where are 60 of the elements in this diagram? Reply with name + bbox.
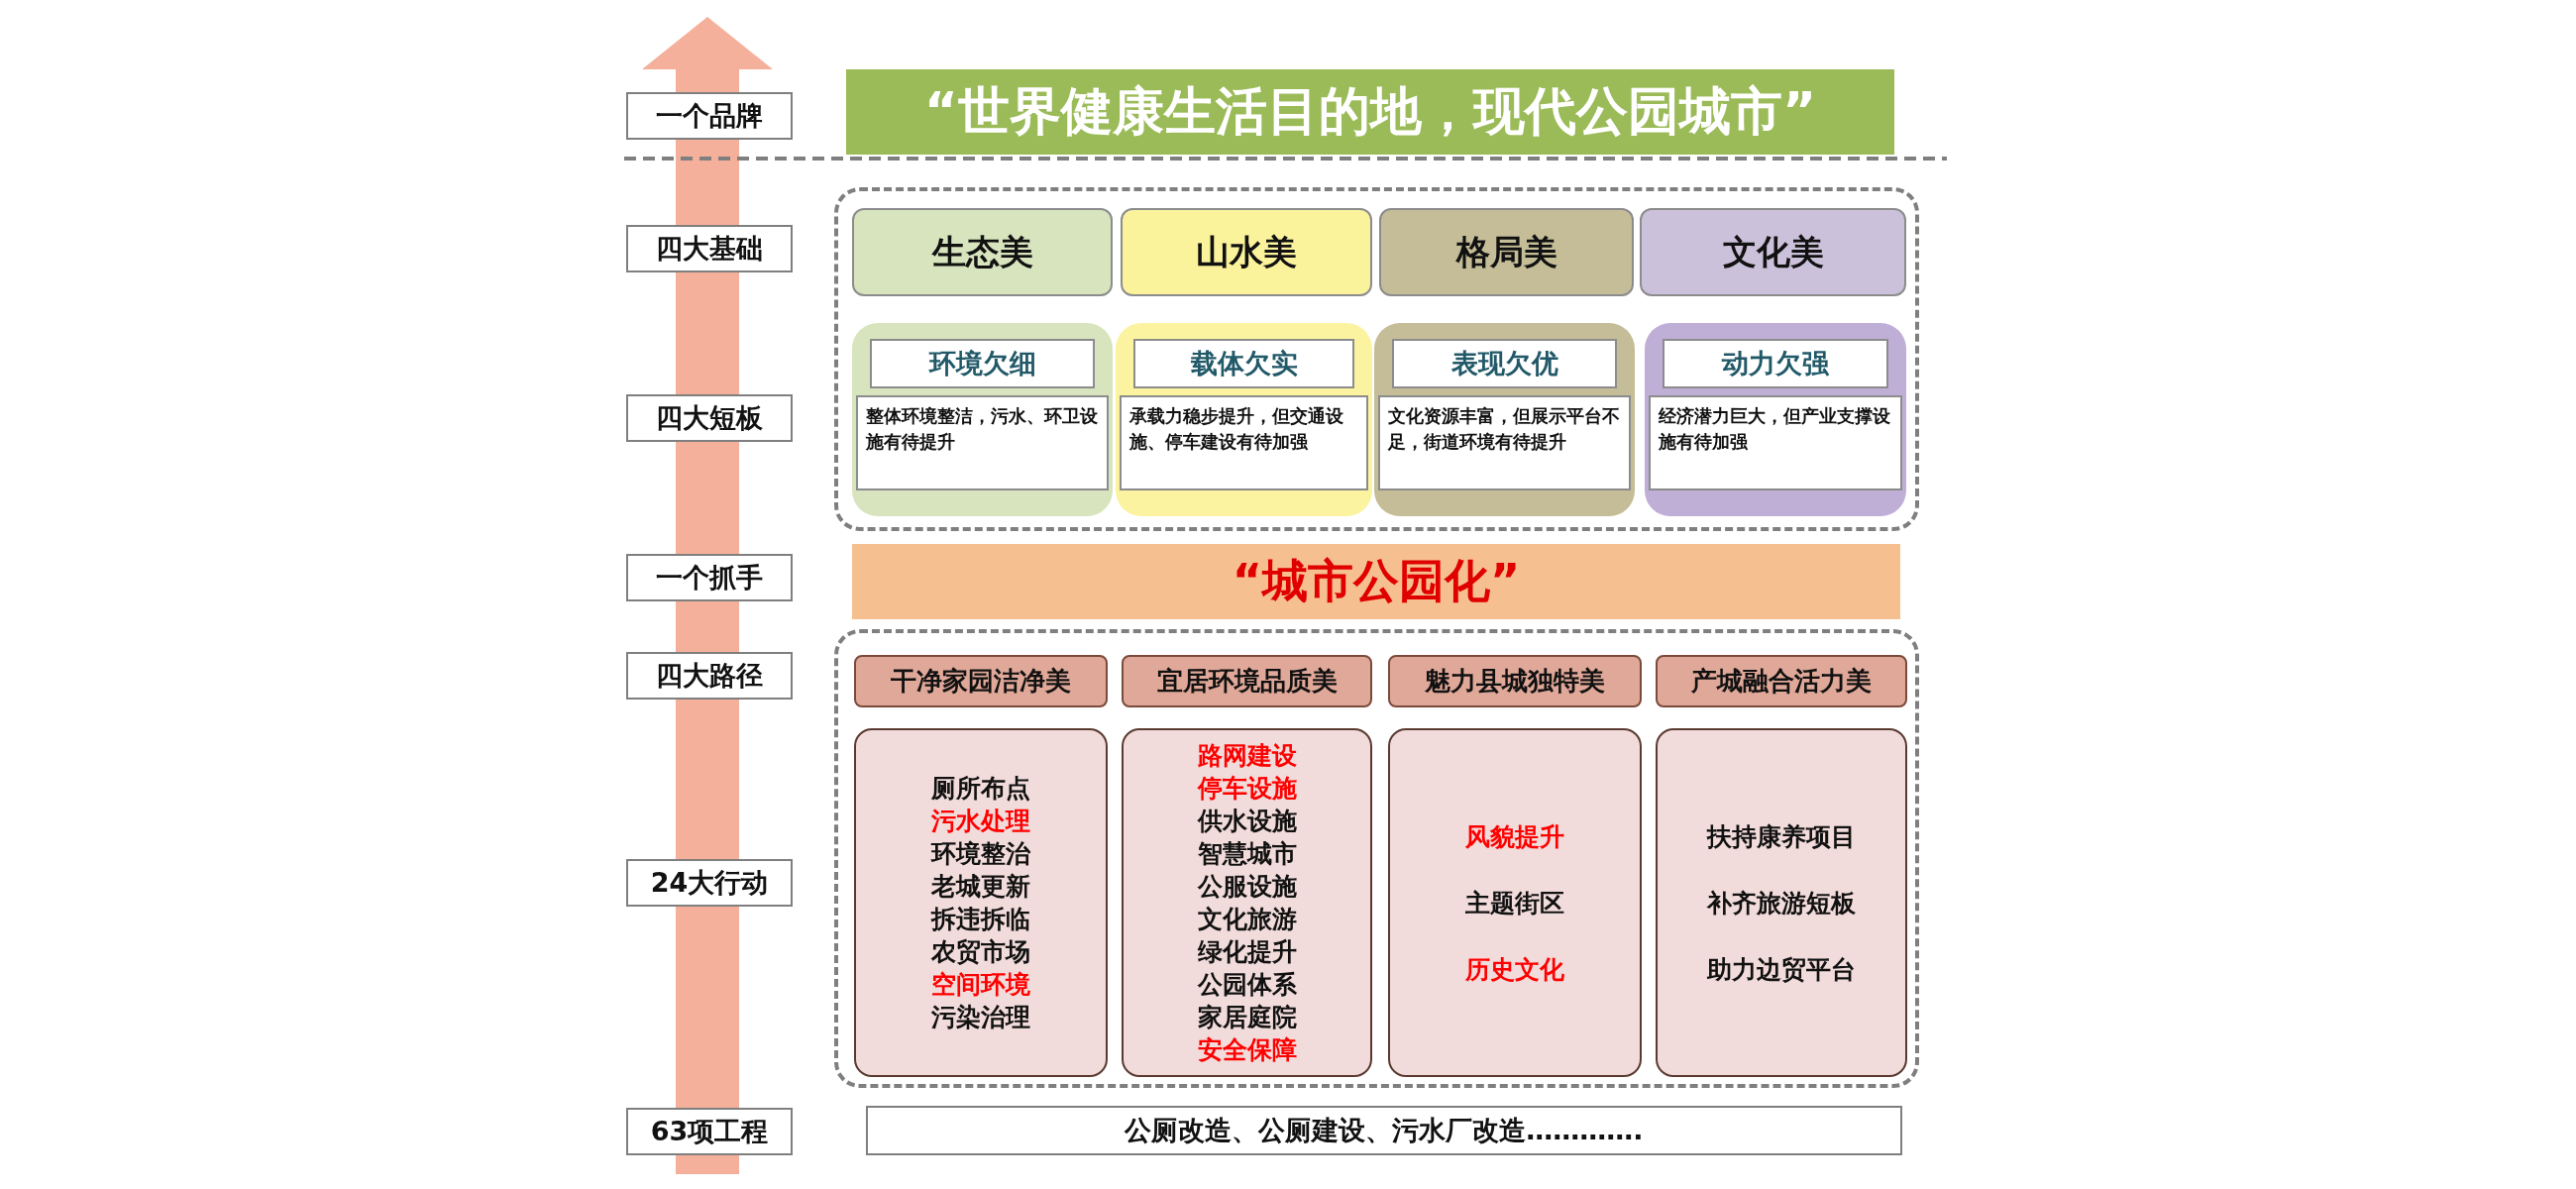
row-label: 63项工程 <box>626 1108 793 1155</box>
action-item: 文化旅游 <box>1197 904 1297 935</box>
action-item: 历史文化 <box>1465 953 1564 986</box>
action-item: 家居庭院 <box>1197 1002 1297 1033</box>
category-box: 格局美 <box>1379 208 1634 296</box>
issue-card <box>1645 323 1906 516</box>
action-item: 主题街区 <box>1465 887 1564 919</box>
action-list-box <box>1388 728 1642 1077</box>
action-list-box <box>854 728 1108 1077</box>
row-label: 四大短板 <box>626 394 793 442</box>
action-item: 污染治理 <box>931 1002 1030 1033</box>
row-label: 一个抓手 <box>626 554 793 601</box>
action-item: 风貌提升 <box>1465 820 1564 853</box>
action-item: 供水设施 <box>1197 806 1297 837</box>
action-item: 公服设施 <box>1197 871 1297 903</box>
project-bar: 公厕改造、公厕建设、污水厂改造…………. <box>866 1106 1902 1155</box>
path-heading-box: 宜居环境品质美 <box>1122 655 1372 707</box>
path-heading-box: 产城融合活力美 <box>1656 655 1907 707</box>
action-item: 安全保障 <box>1197 1034 1297 1066</box>
banner: “世界健康生活目的地，现代公园城市” <box>846 69 1894 155</box>
action-list-box <box>1656 728 1907 1077</box>
action-item: 扶持康养项目 <box>1707 820 1856 853</box>
dashed-group-frame <box>834 187 1919 531</box>
action-item: 农贸市场 <box>931 936 1030 968</box>
banner: “城市公园化” <box>852 544 1900 619</box>
action-item: 公园体系 <box>1197 969 1297 1001</box>
action-item: 路网建设 <box>1197 740 1297 772</box>
action-item: 绿化提升 <box>1197 936 1297 968</box>
category-box: 文化美 <box>1640 208 1906 296</box>
category-box: 生态美 <box>852 208 1113 296</box>
card-text: 承载力稳步提升，但交通设施、停车建设有待加强 <box>1120 395 1368 490</box>
action-item: 补齐旅游短板 <box>1707 887 1856 919</box>
card-heading: 载体欠实 <box>1133 339 1354 388</box>
card-heading: 环境欠细 <box>870 339 1095 388</box>
action-item: 空间环境 <box>931 969 1030 1001</box>
action-item: 拆违拆临 <box>931 904 1030 935</box>
action-item: 助力边贸平台 <box>1707 953 1856 986</box>
card-text: 整体环境整洁，污水、环卫设施有待提升 <box>856 395 1109 490</box>
action-item: 厕所布点 <box>931 773 1030 805</box>
category-box: 山水美 <box>1121 208 1372 296</box>
issue-card <box>1374 323 1635 516</box>
action-item: 老城更新 <box>931 871 1030 903</box>
card-heading: 表现欠优 <box>1392 339 1617 388</box>
path-heading-box: 魅力县城独特美 <box>1388 655 1642 707</box>
row-label: 四大路径 <box>626 652 793 700</box>
card-text: 经济潜力巨大，但产业支撑设施有待加强 <box>1649 395 1902 490</box>
action-item: 停车设施 <box>1197 773 1297 805</box>
row-label: 四大基础 <box>626 225 793 272</box>
dashed-group-frame <box>834 629 1919 1088</box>
path-heading-box: 干净家园洁净美 <box>854 655 1108 707</box>
action-item: 环境整治 <box>931 838 1030 870</box>
action-list-box <box>1122 728 1372 1077</box>
action-item: 智慧城市 <box>1197 838 1297 870</box>
issue-card <box>1116 323 1372 516</box>
card-heading: 动力欠强 <box>1663 339 1888 388</box>
row-label: 一个品牌 <box>626 92 793 140</box>
row-label: 24大行动 <box>626 859 793 907</box>
action-item: 污水处理 <box>931 806 1030 837</box>
issue-card <box>852 323 1113 516</box>
card-text: 文化资源丰富，但展示平台不足，街道环境有待提升 <box>1378 395 1631 490</box>
